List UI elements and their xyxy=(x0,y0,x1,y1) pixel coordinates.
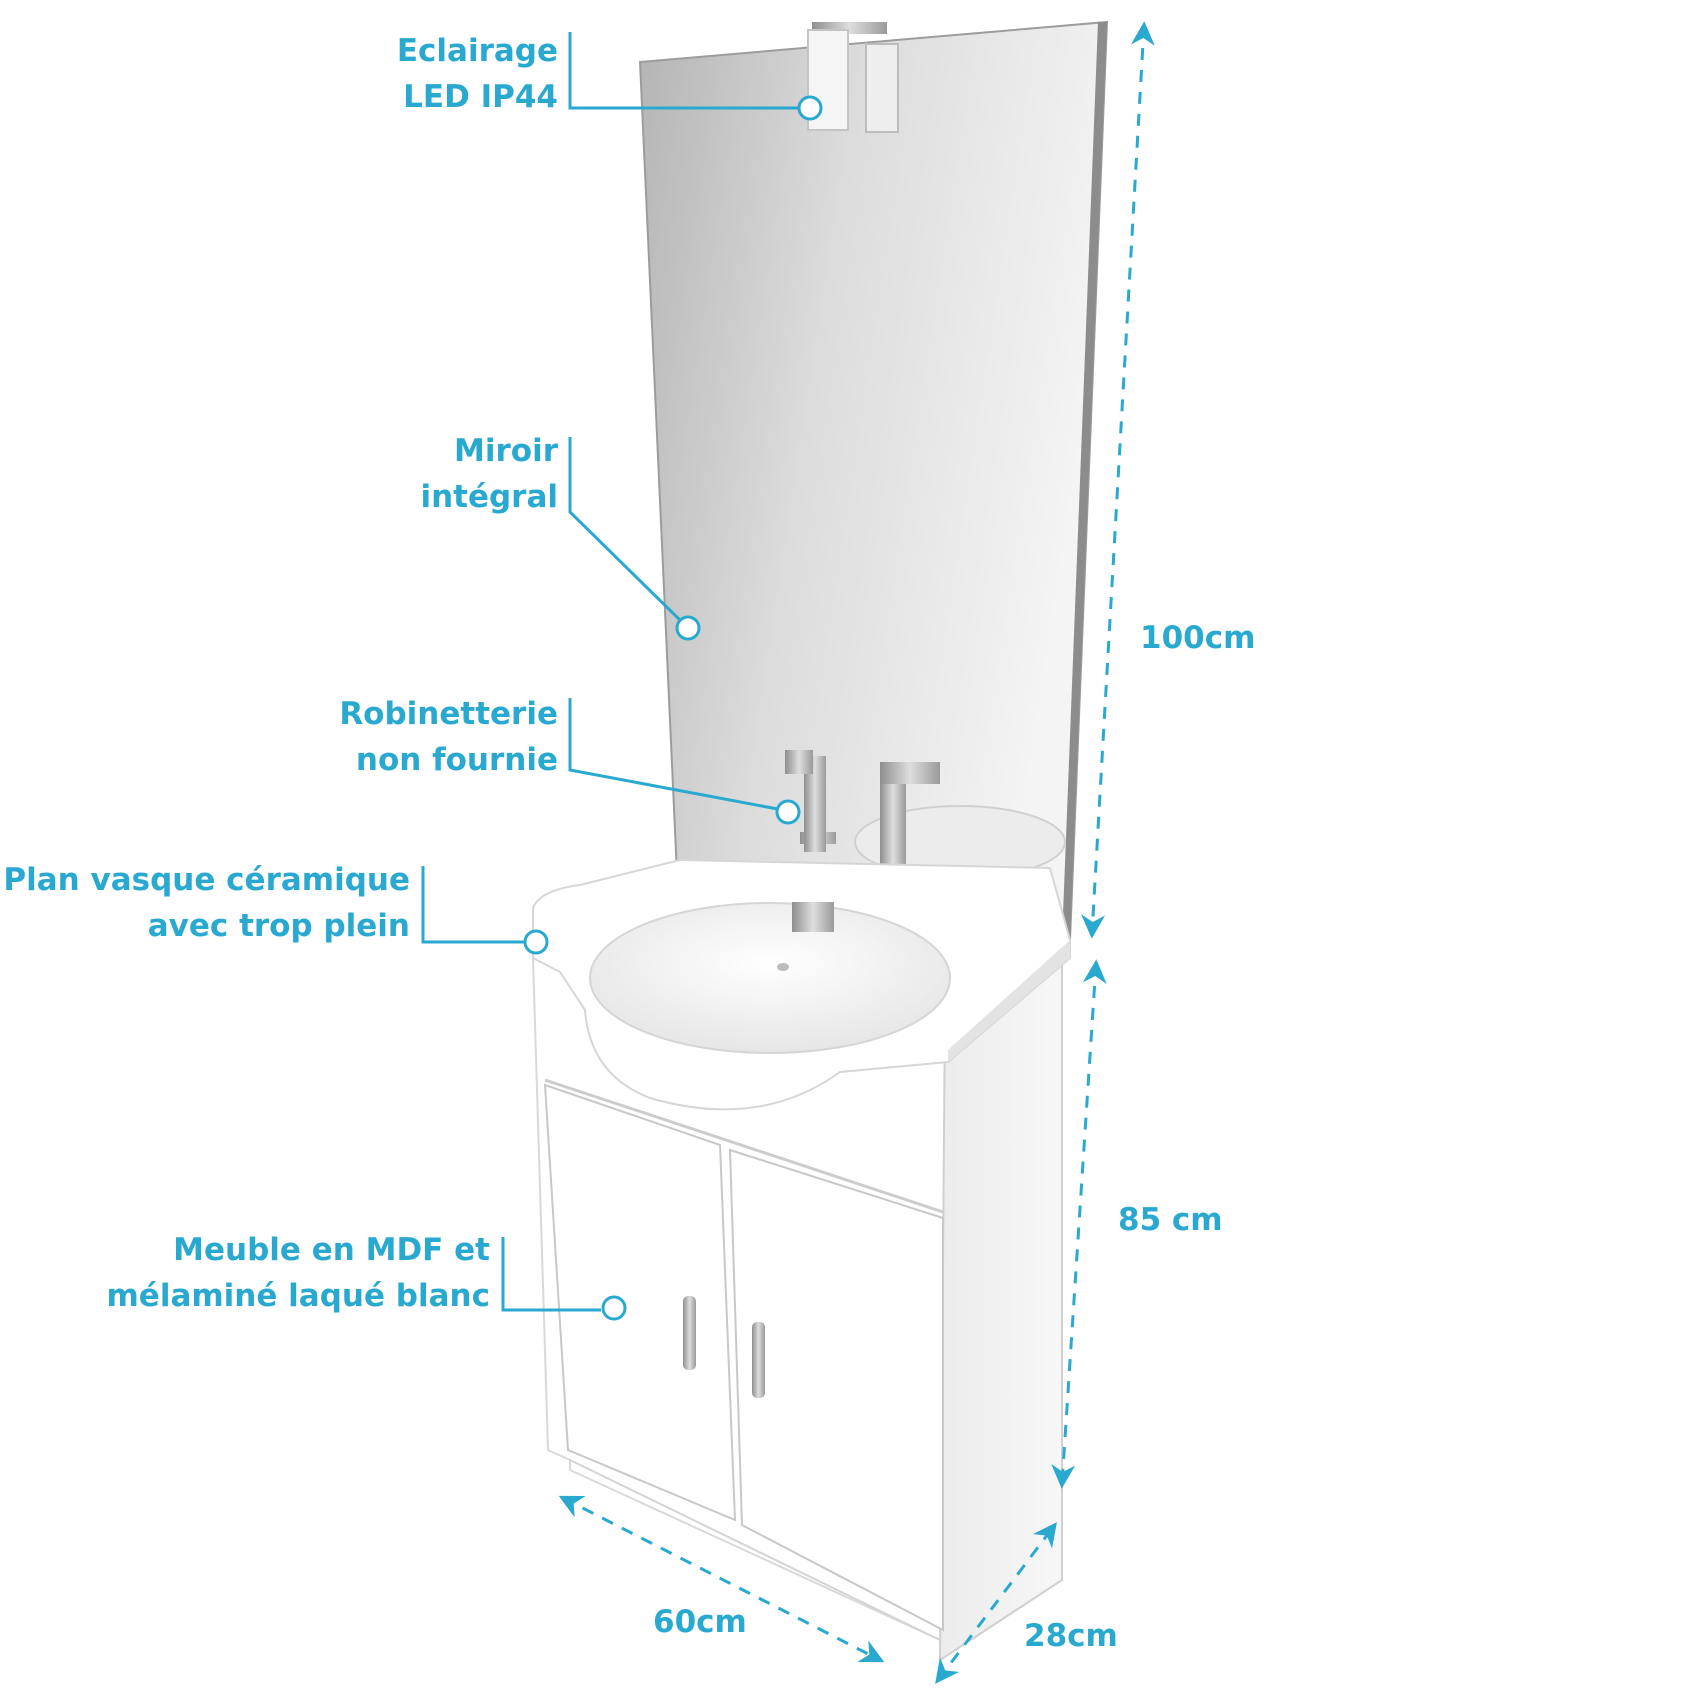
cabinet-leader xyxy=(501,1237,601,1312)
overflow-hole xyxy=(777,963,789,971)
mirror-height-label: 100cm xyxy=(1140,620,1256,656)
faucet-leader xyxy=(568,698,784,812)
basin-dot xyxy=(523,929,549,955)
faucet-callout: Robinetterie non fournie xyxy=(339,691,558,783)
faucet-body xyxy=(804,756,826,852)
cabinet-callout-line1: Meuble en MDF et xyxy=(173,1232,490,1268)
callout-lines xyxy=(421,32,805,1312)
width-arrow xyxy=(558,1495,885,1663)
faucet-callout-line2: non fournie xyxy=(355,742,558,778)
mirror-dot xyxy=(675,615,701,641)
basin-callout-line2: avec trop plein xyxy=(147,908,410,944)
led-lamp-right xyxy=(865,43,899,133)
cabinet-top-rail xyxy=(544,1078,944,1214)
faucet-spout xyxy=(785,750,813,774)
door-handle-right[interactable] xyxy=(752,1322,765,1398)
lighting-leader xyxy=(568,32,805,110)
width-label: 60cm xyxy=(653,1604,747,1640)
dimension-lines xyxy=(558,21,1155,1684)
mirror-callout: Miroir intégral xyxy=(420,428,558,520)
reflected-faucet xyxy=(880,770,906,882)
mirror xyxy=(638,20,1109,941)
cabinet-dot xyxy=(601,1295,627,1321)
basin-bowl xyxy=(589,902,951,1054)
basin-leader xyxy=(421,866,531,944)
callout-dots xyxy=(523,95,823,1321)
countertop-edge xyxy=(948,940,1070,1062)
basin-callout: Plan vasque céramique avec trop plein xyxy=(3,857,410,949)
mirror-callout-line2: intégral xyxy=(420,479,558,515)
mirror-leader xyxy=(568,437,686,626)
cabinet-height-label: 85 cm xyxy=(1118,1202,1223,1238)
cabinet-callout: Meuble en MDF et mélaminé laqué blanc xyxy=(107,1227,491,1319)
basin-callout-line1: Plan vasque céramique xyxy=(3,862,410,898)
lighting-callout-line1: Eclairage xyxy=(396,33,558,69)
cabinet-callout-line2: mélaminé laqué blanc xyxy=(106,1278,491,1314)
faucet-callout-line1: Robinetterie xyxy=(339,696,558,732)
lighting-callout: Eclairage LED IP44 xyxy=(397,28,558,120)
door-handle-left[interactable] xyxy=(683,1296,696,1370)
lighting-dot xyxy=(797,95,823,121)
ceramic-basin xyxy=(532,858,1071,1111)
depth-label: 28cm xyxy=(1024,1618,1118,1654)
cabinet-side xyxy=(938,956,1063,1662)
mirror-callout-line1: Miroir xyxy=(454,433,558,469)
led-lamp-left xyxy=(807,29,849,131)
faucet-foot xyxy=(792,902,834,932)
lighting-callout-line2: LED IP44 xyxy=(403,79,558,115)
depth-arrow xyxy=(935,1522,1057,1684)
faucet-dot xyxy=(775,799,801,825)
mirror-panel xyxy=(638,20,1109,941)
led-light xyxy=(807,22,899,133)
reflected-faucet-spout xyxy=(880,762,940,784)
cabinet-height-arrow xyxy=(1051,959,1107,1489)
faucet xyxy=(785,750,836,932)
mirror-height-arrow xyxy=(1081,21,1155,939)
